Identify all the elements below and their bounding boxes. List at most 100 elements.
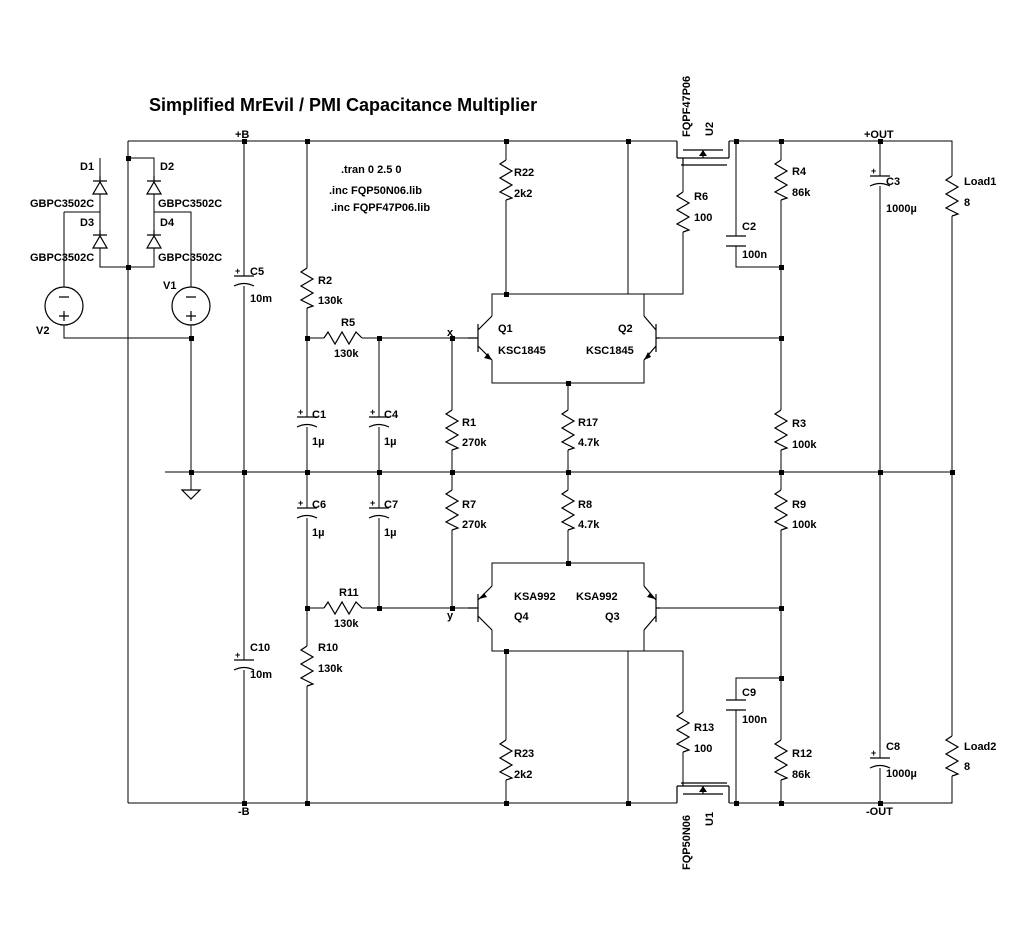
capacitor-c9[interactable]: C9 100n: [726, 687, 767, 726]
junction-dot: [305, 139, 310, 144]
capacitor-c6[interactable]: + C6 1µ: [296, 498, 326, 539]
resistor-r9[interactable]: R9 100k: [773, 489, 817, 531]
resistor-r12[interactable]: R12 86k: [773, 739, 812, 781]
wire-q3-collector: [627, 630, 645, 803]
resistor-r17[interactable]: R17 4.7k: [560, 409, 600, 451]
svg-text:2k2: 2k2: [514, 769, 532, 781]
ground-icon: [180, 489, 202, 500]
junction-dot: [504, 801, 509, 806]
junction-dot: [377, 470, 382, 475]
capacitor-c7[interactable]: + C7 1µ: [368, 498, 398, 539]
resistor-r11[interactable]: R11 130k: [323, 587, 363, 630]
junction-dot: [779, 801, 784, 806]
wire-c2-bottom: [735, 246, 781, 268]
transistor-q2[interactable]: Q2 KSC1845: [586, 315, 660, 361]
resistor-r10[interactable]: R10 130k: [299, 642, 343, 687]
diode-d2[interactable]: D2 GBPC3502C: [145, 161, 222, 210]
resistor-r22[interactable]: R22 2k2: [498, 159, 534, 201]
diode-d4[interactable]: D4 GBPC3502C: [145, 217, 222, 264]
svg-text:100: 100: [694, 743, 712, 755]
svg-text:Q3: Q3: [605, 611, 620, 623]
junction-dot: [779, 336, 784, 341]
resistor-r5[interactable]: R5 130k: [323, 317, 363, 360]
transistor-q4[interactable]: KSA992 Q4: [468, 585, 556, 631]
wire-q1-gate-drive: [506, 232, 684, 295]
mosfet-u2[interactable]: FQPF47P06 U2: [676, 76, 730, 166]
svg-text:86k: 86k: [792, 187, 811, 199]
svg-text:Q1: Q1: [498, 323, 513, 335]
junction-dot: [450, 470, 455, 475]
svg-text:R6: R6: [694, 191, 708, 203]
svg-text:10m: 10m: [250, 669, 272, 681]
spice-directive-inc-fqpf47p06[interactable]: .inc FQPF47P06.lib: [331, 202, 430, 214]
svg-text:R7: R7: [462, 499, 476, 511]
diode-d3[interactable]: D3 GBPC3502C: [30, 217, 109, 264]
net-label-neg-b: -B: [238, 806, 250, 818]
svg-text:KSA992: KSA992: [514, 591, 556, 603]
resistor-r23[interactable]: R23 2k2: [498, 739, 534, 781]
svg-text:U1: U1: [704, 812, 716, 826]
capacitor-c3[interactable]: + C3 1000µ: [869, 166, 917, 215]
voltage-source-v2[interactable]: V2: [36, 286, 84, 337]
svg-text:C4: C4: [384, 409, 399, 421]
capacitor-c4[interactable]: + C4 1µ: [368, 407, 399, 448]
wire-pos-out-rail: [729, 140, 953, 176]
transistor-q1[interactable]: Q1 KSC1845: [468, 315, 546, 361]
junction-dot: [189, 470, 194, 475]
capacitor-c8[interactable]: + C8 1000µ: [869, 741, 917, 780]
mosfet-u1[interactable]: FQP50N06 U1: [676, 782, 730, 870]
wire-bridge-bottom: [99, 248, 155, 268]
svg-text:R11: R11: [339, 587, 359, 599]
resistor-r8[interactable]: R8 4.7k: [560, 489, 600, 531]
diode-d1[interactable]: D1 GBPC3502C: [30, 161, 109, 210]
junction-dot: [779, 470, 784, 475]
junction-dot: [377, 336, 382, 341]
resistor-r6[interactable]: R6 100: [675, 191, 712, 233]
junction-dots: [126, 139, 955, 806]
capacitor-c2[interactable]: C2 100n: [726, 221, 767, 261]
capacitor-c5[interactable]: + C5 10m: [233, 266, 272, 305]
resistor-r7[interactable]: R7 270k: [444, 489, 487, 531]
svg-text:KSC1845: KSC1845: [586, 345, 634, 357]
svg-text:V1: V1: [163, 280, 176, 292]
svg-text:8: 8: [964, 197, 970, 209]
svg-text:GBPC3502C: GBPC3502C: [158, 252, 222, 264]
wire-q4-gate-drive: [506, 650, 684, 712]
wire-q4-collector: [491, 630, 507, 740]
spice-directive-inc-fqp50n06[interactable]: .inc FQP50N06.lib: [329, 185, 422, 197]
svg-text:+: +: [370, 498, 375, 508]
svg-text:1µ: 1µ: [384, 436, 396, 448]
svg-text:C7: C7: [384, 499, 398, 511]
junction-dot: [626, 139, 631, 144]
svg-text:130k: 130k: [334, 618, 359, 630]
svg-text:C5: C5: [250, 266, 264, 278]
resistor-r3[interactable]: R3 100k: [773, 409, 817, 451]
junction-dot: [305, 470, 310, 475]
capacitor-c1[interactable]: + C1 1µ: [296, 407, 326, 448]
capacitor-c10[interactable]: + C10 10m: [233, 642, 272, 681]
svg-text:R5: R5: [341, 317, 355, 329]
svg-text:C3: C3: [886, 176, 900, 188]
transistor-q3[interactable]: KSA992 Q3: [576, 585, 660, 631]
svg-text:R9: R9: [792, 499, 806, 511]
junction-dot: [305, 801, 310, 806]
resistor-r4[interactable]: R4 86k: [773, 159, 811, 201]
wires: [63, 140, 953, 804]
resistor-r1[interactable]: R1 270k: [444, 409, 487, 451]
junction-dot: [450, 606, 455, 611]
svg-text:D4: D4: [160, 217, 175, 229]
net-label-pos-out: +OUT: [864, 129, 894, 141]
resistor-load2[interactable]: Load2 8: [944, 735, 996, 777]
junction-dot: [734, 801, 739, 806]
svg-text:1µ: 1µ: [312, 436, 324, 448]
junction-dot: [504, 292, 509, 297]
wire-q2-collector: [627, 141, 645, 316]
resistor-load1[interactable]: Load1 8: [944, 175, 996, 217]
svg-text:D3: D3: [80, 217, 94, 229]
voltage-source-v1[interactable]: V1: [163, 280, 211, 326]
svg-text:R13: R13: [694, 722, 714, 734]
resistor-r2[interactable]: R2 130k: [299, 267, 343, 309]
resistor-r13[interactable]: R13 100: [675, 711, 714, 755]
spice-directive-tran[interactable]: .tran 0 2.5 0: [341, 164, 402, 176]
